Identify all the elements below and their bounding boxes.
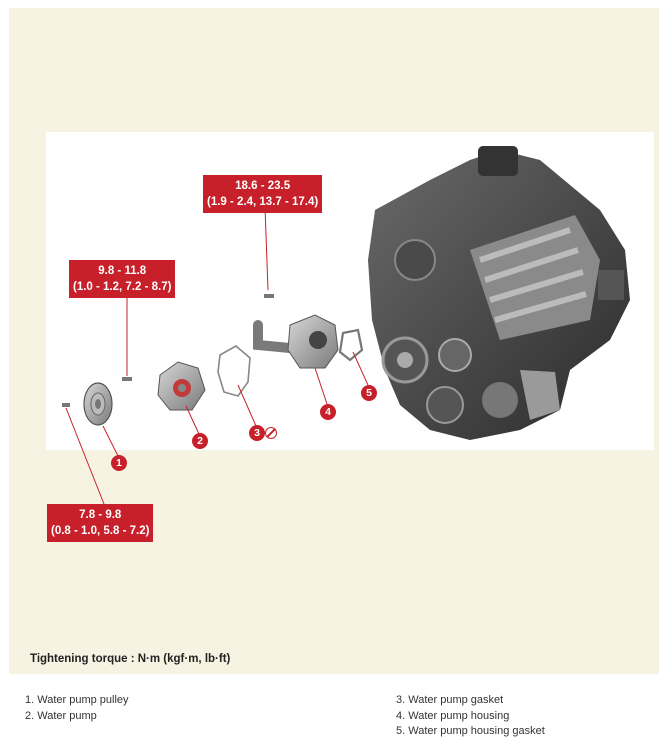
legend-item: 2. Water pump — [25, 709, 97, 722]
callout-3: 3 — [249, 425, 265, 441]
water-pump-pulley — [83, 382, 113, 426]
legend-right: 3. Water pump gasket 4. Water pump housi… — [396, 693, 545, 740]
water-pump-housing-gasket — [338, 328, 364, 362]
tightening-torque-note: Tightening torque : N·m (kgf·m, lb·ft) — [30, 653, 231, 665]
legend-left: 1. Water pump pulley 2. Water pump — [25, 693, 129, 724]
legend-item: 1. Water pump pulley — [25, 694, 129, 706]
torque-value: 7.8 - 9.8 — [79, 509, 122, 521]
legend-item: 3. Water pump gasket — [396, 694, 504, 706]
torque-value: 9.8 - 11.8 — [98, 265, 147, 277]
prohibited-icon — [265, 427, 277, 439]
torque-value-alt-units: (1.0 - 1.2, 7.2 - 8.7) — [73, 281, 172, 293]
torque-label-housing-bolt: 18.6 - 23.5 (1.9 - 2.4, 13.7 - 17.4) — [203, 175, 323, 213]
legend-item: 4. Water pump housing — [396, 709, 510, 722]
callout-4: 4 — [320, 404, 336, 420]
callout-1: 1 — [111, 455, 127, 471]
callout-2: 2 — [192, 433, 208, 449]
housing-bolt — [264, 294, 274, 298]
torque-value-alt-units: (1.9 - 2.4, 13.7 - 17.4) — [207, 196, 319, 208]
engine-illustration — [368, 146, 630, 440]
water-pump-housing — [253, 314, 339, 369]
water-pump — [157, 361, 206, 411]
water-pump-gasket — [217, 345, 251, 397]
torque-value: 18.6 - 23.5 — [235, 180, 291, 192]
pump-bolt — [122, 377, 132, 381]
pulley-bolt — [62, 403, 70, 407]
torque-label-pulley-bolt: 7.8 - 9.8 (0.8 - 1.0, 5.8 - 7.2) — [47, 504, 154, 542]
callout-5: 5 — [361, 385, 377, 401]
legend-item: 5. Water pump housing gasket — [396, 725, 545, 737]
leader-lines — [65, 206, 369, 505]
torque-label-pump-bolt: 9.8 - 11.8 (1.0 - 1.2, 7.2 - 8.7) — [69, 260, 176, 298]
torque-value-alt-units: (0.8 - 1.0, 5.8 - 7.2) — [51, 525, 150, 537]
